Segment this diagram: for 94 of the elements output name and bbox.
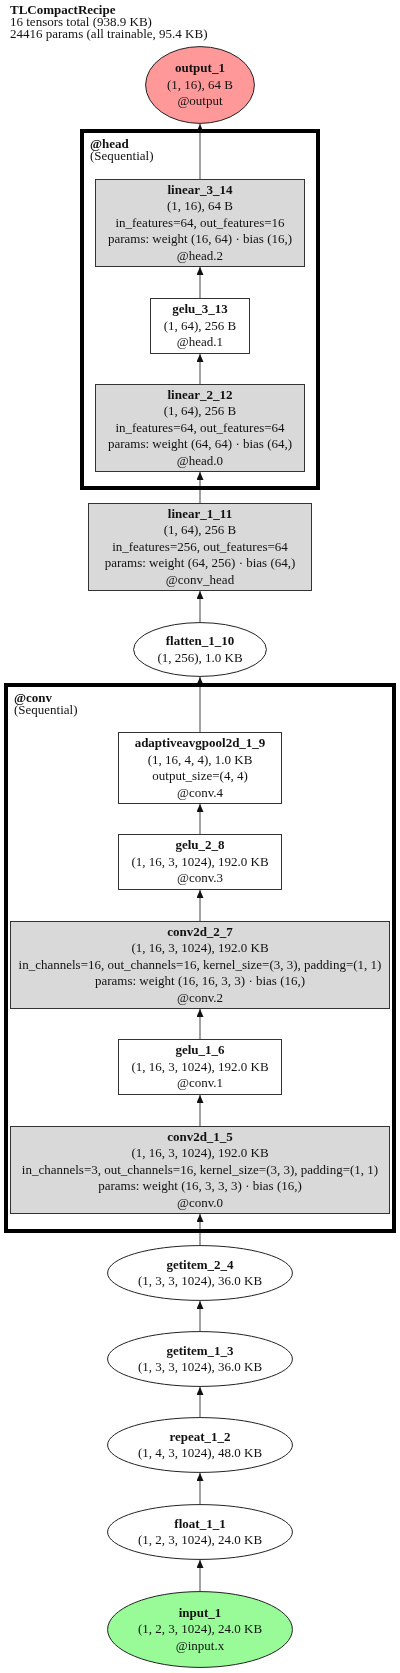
arrow — [196, 1386, 204, 1418]
node-title: adaptiveavgpool2d_1_9 — [133, 735, 267, 752]
node-detail: output_size=(4, 4) — [151, 768, 249, 785]
node-detail: (1, 3, 3, 1024), 36.0 KB — [136, 1273, 264, 1290]
arrow — [196, 1472, 204, 1505]
arrow — [196, 1559, 204, 1592]
arrow — [196, 1094, 204, 1127]
tensor-ellipse — [107, 1245, 293, 1301]
arrow — [196, 123, 204, 180]
node-detail: @conv.0 — [175, 1194, 225, 1212]
node-detail: @conv.2 — [175, 989, 225, 1007]
group-subtitle: (Sequential) — [14, 704, 78, 716]
node-detail: @input.x — [174, 1637, 226, 1655]
node-detail: in_features=64, out_features=64 — [114, 419, 286, 437]
node-detail: (1, 16, 4, 4), 1.0 KB — [146, 751, 254, 768]
node-detail: in_features=256, out_features=64 — [111, 538, 289, 556]
node-title: linear_1_11 — [166, 505, 234, 523]
node-detail: @conv.1 — [175, 1075, 225, 1092]
node-detail: in_channels=3, out_channels=16, kernel_size=(3, 3), padding=(1, 1) — [20, 1161, 380, 1179]
node-title: linear_2_12 — [166, 386, 234, 404]
node-detail: (1, 2, 3, 1024), 24.0 KB — [136, 1621, 264, 1638]
node-title: repeat_1_2 — [168, 1428, 232, 1445]
layer-box — [95, 384, 305, 472]
node-title: input_1 — [177, 1604, 223, 1622]
node-detail: (1, 4, 3, 1024), 48.0 KB — [136, 1445, 264, 1462]
layer-box — [10, 921, 390, 1009]
group-title: @conv — [14, 692, 54, 704]
node-title: conv2d_2_7 — [166, 923, 234, 941]
summary-line: 24416 params (all trainable, 95.4 KB) — [10, 28, 208, 40]
node-detail: params: weight (64, 64) · bias (64,) — [106, 436, 294, 453]
node-detail: @head.0 — [175, 452, 225, 470]
node-detail: @conv_head — [164, 571, 236, 589]
node-title: getitem_2_4 — [165, 1256, 235, 1273]
arrow — [196, 590, 204, 623]
tensor-ellipse — [107, 1504, 293, 1560]
tensor-ellipse — [133, 622, 267, 677]
layer-box — [118, 732, 282, 804]
node-detail: params: weight (64, 256) · bias (64,) — [103, 555, 297, 572]
layer-box — [95, 179, 305, 267]
node-detail: @head.2 — [175, 247, 225, 265]
group-subtitle: (Sequential) — [90, 150, 154, 162]
group-title: @head — [90, 138, 130, 150]
node-detail: params: weight (16, 64) · bias (16,) — [106, 231, 294, 248]
summary-line: 16 tensors total (938.9 KB) — [10, 16, 153, 28]
arrow — [196, 1008, 204, 1040]
node-detail: @head.1 — [175, 334, 225, 351]
arrow — [196, 1300, 204, 1332]
node-title: float_1_1 — [173, 1515, 227, 1532]
node-title: getitem_1_3 — [165, 1342, 235, 1359]
node-detail: (1, 16, 3, 1024), 192.0 KB — [130, 1145, 270, 1162]
tensor-ellipse — [107, 1417, 293, 1473]
layer-box — [88, 503, 312, 591]
arrow — [196, 889, 204, 922]
node-detail: (1, 16, 3, 1024), 192.0 KB — [130, 940, 270, 957]
node-title: gelu_3_13 — [171, 301, 229, 318]
tensor-ellipse — [145, 46, 255, 124]
layer-box — [118, 1039, 282, 1095]
node-title: flatten_1_10 — [164, 633, 236, 650]
node-title: gelu_1_6 — [174, 1042, 226, 1059]
node-detail: (1, 3, 3, 1024), 36.0 KB — [136, 1359, 264, 1376]
node-detail: (1, 64), 256 B — [162, 317, 238, 335]
arrow — [196, 471, 204, 504]
node-detail: (1, 2, 3, 1024), 24.0 KB — [136, 1532, 264, 1549]
node-detail: (1, 256), 1.0 KB — [156, 649, 244, 666]
diagram-title: TLCompactRecipe — [10, 4, 117, 16]
module-group-frame — [4, 683, 396, 1233]
arrow — [196, 803, 204, 835]
node-detail: (1, 64), 256 B — [162, 403, 238, 420]
layer-box — [150, 298, 250, 354]
node-detail: (1, 16), 64 B — [165, 198, 235, 215]
node-detail: @output — [176, 93, 224, 110]
node-title: linear_3_14 — [166, 181, 234, 199]
node-detail: (1, 16, 3, 1024), 192.0 KB — [130, 1058, 270, 1076]
node-detail: (1, 16), 64 B — [165, 76, 235, 94]
node-detail: (1, 64), 256 B — [162, 522, 238, 539]
node-title: gelu_2_8 — [174, 837, 226, 854]
node-detail: @conv.4 — [175, 784, 225, 801]
node-detail: @conv.3 — [175, 870, 225, 887]
node-title: conv2d_1_5 — [166, 1128, 234, 1146]
arrow — [196, 676, 204, 733]
node-detail: params: weight (16, 16, 3, 3) · bias (16,) — [93, 973, 307, 990]
arrow — [196, 353, 204, 385]
node-detail: params: weight (16, 3, 3, 3) · bias (16,) — [97, 1178, 303, 1195]
node-title: output_1 — [174, 60, 226, 77]
node-detail: (1, 16, 3, 1024), 192.0 KB — [130, 853, 270, 871]
layer-box — [118, 834, 282, 890]
arrow — [196, 266, 204, 299]
tensor-ellipse — [107, 1591, 293, 1668]
tensor-ellipse — [107, 1331, 293, 1387]
node-detail: in_channels=16, out_channels=16, kernel_size=(3, 3), padding=(1, 1) — [17, 956, 383, 974]
module-group-frame — [80, 129, 320, 490]
layer-box — [10, 1126, 390, 1214]
arrow — [196, 1213, 204, 1246]
node-detail: in_features=64, out_features=16 — [114, 214, 286, 232]
